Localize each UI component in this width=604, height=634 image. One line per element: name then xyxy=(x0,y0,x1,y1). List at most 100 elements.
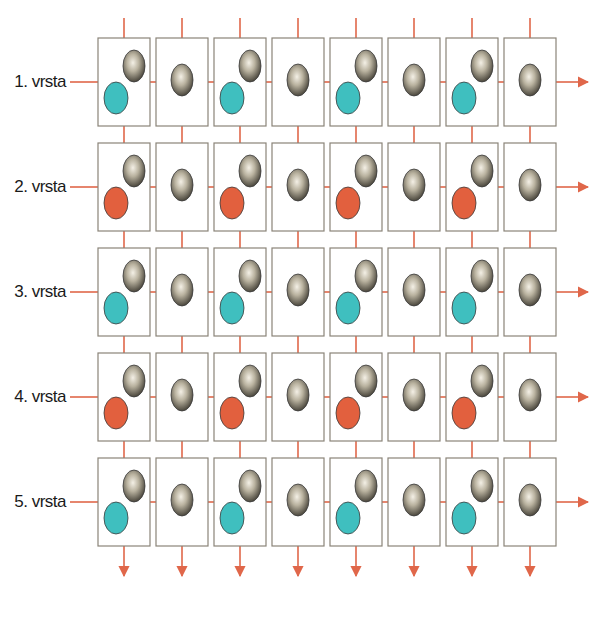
grey-ball xyxy=(239,260,261,292)
grey-ball xyxy=(471,365,493,397)
colored-ball xyxy=(336,502,360,534)
cell-box xyxy=(156,143,208,231)
wire xyxy=(471,231,473,248)
grey-ball xyxy=(355,155,377,187)
wire xyxy=(440,291,446,293)
wire xyxy=(150,501,156,503)
cell-box xyxy=(156,248,208,336)
grey-ball xyxy=(287,64,309,96)
cell xyxy=(330,143,382,231)
grey-ball xyxy=(403,64,425,96)
colored-ball xyxy=(336,397,360,429)
grey-ball xyxy=(355,50,377,82)
cell-box xyxy=(388,248,440,336)
cell-box xyxy=(504,143,556,231)
grey-ball xyxy=(519,379,541,411)
wire xyxy=(382,81,388,83)
wire xyxy=(70,186,98,188)
cell-box xyxy=(446,38,498,126)
cell xyxy=(272,353,324,441)
wire xyxy=(529,336,531,353)
grey-ball xyxy=(123,155,145,187)
grey-ball xyxy=(355,260,377,292)
cell-box xyxy=(272,143,324,231)
cell-box xyxy=(330,143,382,231)
grey-ball xyxy=(239,365,261,397)
cell xyxy=(330,458,382,546)
grey-ball xyxy=(403,484,425,516)
wire xyxy=(123,546,125,576)
cell-box xyxy=(504,38,556,126)
wire xyxy=(208,501,214,503)
colored-ball xyxy=(104,397,128,429)
wire xyxy=(297,18,299,38)
grey-ball xyxy=(403,379,425,411)
cell xyxy=(388,353,440,441)
wire xyxy=(266,81,272,83)
wire xyxy=(150,291,156,293)
wire xyxy=(471,18,473,38)
cell xyxy=(388,248,440,336)
grey-ball xyxy=(287,484,309,516)
cell-box xyxy=(272,248,324,336)
wire xyxy=(181,441,183,458)
colored-ball xyxy=(452,187,476,219)
cell-box xyxy=(214,38,266,126)
grey-ball xyxy=(287,274,309,306)
grey-ball xyxy=(123,470,145,502)
wire xyxy=(382,501,388,503)
wire xyxy=(239,441,241,458)
cell-box xyxy=(156,353,208,441)
cell xyxy=(214,38,266,126)
colored-ball xyxy=(104,187,128,219)
wire xyxy=(297,126,299,143)
cell-box xyxy=(272,38,324,126)
cell xyxy=(446,143,498,231)
wire xyxy=(529,546,531,576)
wire xyxy=(413,231,415,248)
cell xyxy=(272,248,324,336)
wire xyxy=(413,336,415,353)
cell xyxy=(156,143,208,231)
wire xyxy=(266,291,272,293)
wire xyxy=(181,18,183,38)
colored-ball xyxy=(452,82,476,114)
cell xyxy=(214,458,266,546)
colored-ball xyxy=(220,187,244,219)
cell xyxy=(504,248,556,336)
wire xyxy=(181,546,183,576)
wire xyxy=(297,231,299,248)
wire xyxy=(266,501,272,503)
wire xyxy=(355,441,357,458)
wire xyxy=(382,396,388,398)
wire xyxy=(355,231,357,248)
grey-ball xyxy=(519,64,541,96)
wire xyxy=(355,126,357,143)
wire xyxy=(556,186,588,188)
cell xyxy=(446,353,498,441)
cell-box xyxy=(330,248,382,336)
grey-ball xyxy=(519,484,541,516)
wire xyxy=(413,546,415,576)
colored-ball xyxy=(220,82,244,114)
wire xyxy=(208,186,214,188)
cell xyxy=(214,143,266,231)
wire xyxy=(70,396,98,398)
row-label: 3. vrsta xyxy=(14,282,66,302)
cell-box xyxy=(330,458,382,546)
cell xyxy=(330,38,382,126)
wire xyxy=(355,336,357,353)
wire xyxy=(498,291,504,293)
wire xyxy=(150,186,156,188)
cell xyxy=(214,248,266,336)
cell-box xyxy=(388,38,440,126)
wire xyxy=(181,126,183,143)
grey-ball xyxy=(239,155,261,187)
cell-box xyxy=(98,38,150,126)
wire xyxy=(123,231,125,248)
cell xyxy=(156,458,208,546)
wire xyxy=(208,396,214,398)
cell-box xyxy=(504,458,556,546)
grey-ball xyxy=(239,50,261,82)
cell xyxy=(214,353,266,441)
